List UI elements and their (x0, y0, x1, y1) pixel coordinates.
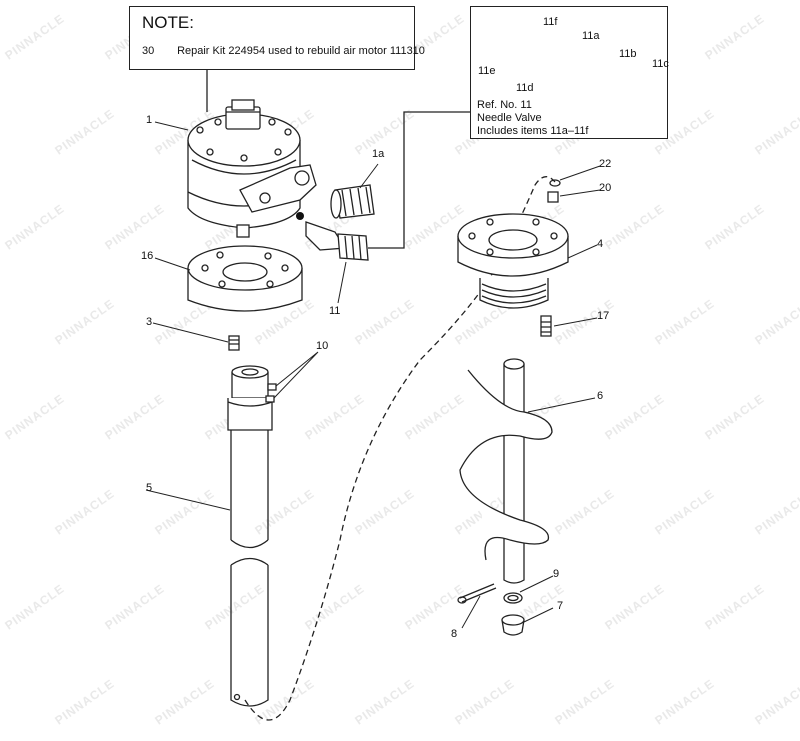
pin-8-part (457, 583, 497, 604)
callout-10: 10 (316, 340, 329, 352)
callout-20: 20 (599, 182, 612, 194)
air-motor-part (187, 99, 317, 238)
note-box: NOTE: 30 Repair Kit 224954 used to rebui… (129, 6, 425, 70)
note-row: 30 Repair Kit 224954 used to rebuild air… (142, 45, 425, 57)
washer-22-part (549, 179, 561, 187)
callout-11: 11 (329, 305, 341, 317)
inset-line-includes: Includes items 11a–11f (477, 125, 589, 137)
screw-3-part (228, 335, 240, 351)
cap-7-part (501, 614, 525, 636)
washer-9-part (503, 592, 523, 604)
needle-valve-inset: Ref. No. 11 Needle Valve Includes items … (470, 6, 668, 139)
callout-4: 4 (597, 238, 604, 250)
flange-part (457, 213, 569, 309)
callout-17: 17 (597, 310, 610, 322)
inset-line-ref: Ref. No. 11 (477, 99, 532, 111)
note-item-number: 30 (142, 45, 155, 57)
callout-11e: 11e (478, 65, 496, 77)
auger-part (459, 358, 553, 584)
bolt-17-part (540, 315, 552, 337)
callout-11a: 11a (582, 30, 600, 42)
callout-11f: 11f (543, 16, 558, 28)
note-title: NOTE: (142, 13, 194, 32)
callout-8: 8 (451, 628, 458, 640)
callout-11b: 11b (619, 48, 637, 60)
callout-6: 6 (597, 390, 604, 402)
shaft-part (227, 365, 273, 707)
callout-11c: 11c (652, 58, 669, 70)
inset-line-name: Needle Valve (477, 112, 542, 124)
dashed-hose (244, 176, 556, 721)
set-screws-part (265, 383, 277, 403)
callout-1: 1 (146, 114, 153, 126)
screw-20-part (547, 191, 559, 203)
inset-leader (368, 111, 470, 249)
callout-11d: 11d (516, 82, 534, 94)
needle-valve-part (296, 212, 369, 261)
callout-3: 3 (146, 316, 153, 328)
muffler-part (330, 184, 375, 219)
mounting-plate-part (187, 245, 303, 312)
callout-9: 9 (553, 568, 560, 580)
callout-16: 16 (141, 250, 154, 262)
callout-5: 5 (146, 482, 153, 494)
callout-1a: 1a (372, 148, 385, 160)
callout-7: 7 (557, 600, 564, 612)
callout-22: 22 (599, 158, 612, 170)
note-item-text: Repair Kit 224954 used to rebuild air mo… (177, 45, 425, 57)
inset-caption: Ref. No. 11 Needle Valve Includes items … (477, 99, 589, 138)
